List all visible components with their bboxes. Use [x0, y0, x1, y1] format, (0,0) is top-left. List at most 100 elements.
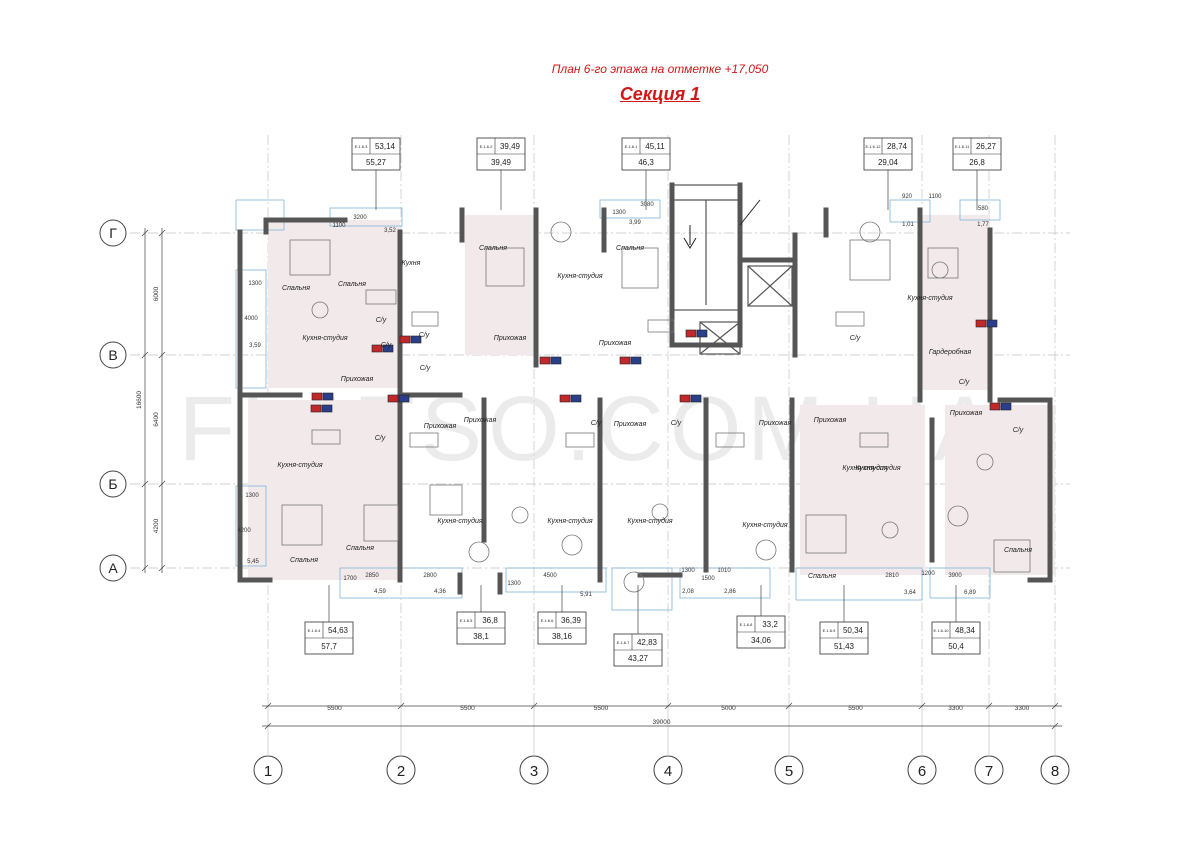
- room-label: С/у: [419, 332, 430, 339]
- axis-bubble-row-1: [99, 341, 127, 369]
- room-label: Кухня-студия: [277, 461, 322, 469]
- balcony-dimension: 2850: [365, 573, 379, 579]
- apartment-id: Е.1.6.7: [617, 640, 630, 645]
- room-label: Спальня: [346, 545, 374, 552]
- apartment-total-area: 50,4: [948, 642, 964, 651]
- balcony-dimension: 1300: [245, 493, 259, 499]
- room-label: Прихожая: [599, 340, 632, 347]
- balcony-dimension: 1300: [612, 210, 626, 216]
- dim-col-spacing: 5500: [327, 705, 342, 712]
- axis-label-col-5: 5: [785, 763, 793, 780]
- apartment-id: Е.1.6.5: [460, 618, 473, 623]
- axis-label-col-8: 8: [1051, 763, 1059, 780]
- balcony-dimension: 2,86: [724, 589, 736, 595]
- room-label: Прихожая: [494, 335, 527, 342]
- room-label: Прихожая: [814, 417, 847, 424]
- room-label: С/у: [381, 342, 392, 349]
- apartment-area: 39,49: [500, 142, 521, 151]
- plan-title: План 6-го этажа на отметке +17,050: [551, 62, 769, 76]
- apartment-label-top-4: Е.1.6.11 26,27 26,8: [952, 137, 1002, 210]
- balcony-dimension: 580: [978, 206, 989, 212]
- room-label: Прихожая: [464, 417, 497, 424]
- balcony-dimension: 1100: [333, 223, 347, 229]
- apartment-area: 50,34: [843, 626, 864, 635]
- balcony-dimension: 4,59: [374, 589, 386, 595]
- axis-label-col-4: 4: [664, 763, 672, 780]
- balcony-dimension: 3080: [640, 202, 654, 208]
- balcony-dimension: 1300: [248, 281, 262, 287]
- axis-bubble-row-2: [99, 470, 127, 498]
- balcony-dimension: 5,45: [247, 559, 259, 565]
- apartment-total-area: 51,43: [834, 642, 855, 651]
- room-label: Кухня-студия: [627, 517, 672, 525]
- room-label: С/у: [671, 420, 682, 427]
- balcony-dimension: 1300: [681, 568, 695, 574]
- room-label: Кухня-студия: [437, 517, 482, 525]
- room-label: Гардеробная: [929, 348, 972, 356]
- axis-bubble-row-3: [99, 554, 127, 582]
- balcony-dimension: 3,64: [904, 590, 916, 596]
- room-label: Прихожая: [614, 421, 647, 428]
- balcony-dimension: 920: [902, 194, 913, 200]
- axis-label-col-1: 1: [264, 763, 272, 780]
- room-label: Кухня-студия: [547, 517, 592, 525]
- room-label: Прихожая: [424, 423, 457, 430]
- axis-label-row-1: В: [108, 347, 117, 363]
- apartment-total-area: 55,27: [366, 158, 387, 167]
- balcony-dimension: 1,77: [977, 222, 989, 228]
- room-label: Кухня-студия: [742, 521, 787, 529]
- balcony-dimension: 2800: [423, 573, 437, 579]
- balcony-dimension: 3900: [948, 573, 962, 579]
- apartment-area: 26,27: [976, 142, 997, 151]
- apartment-label-bottom-5: Е.1.6.9 50,34 51,43: [819, 585, 869, 655]
- apartment-id: Е.1.6.3: [355, 144, 368, 149]
- room-label: Кухня-студия: [842, 464, 887, 472]
- apartment-area: 28,74: [887, 142, 908, 151]
- apartment-id: Е.1.6.11: [955, 144, 970, 149]
- balcony-dimension: 6,89: [964, 590, 976, 596]
- balcony-dimension: 4,36: [434, 589, 446, 595]
- apartment-id: Е.1.6.4: [308, 628, 321, 633]
- apartment-area: 36,39: [561, 616, 582, 625]
- room-label: Кухня-студия: [855, 464, 900, 472]
- balcony-dimension: 3,52: [384, 228, 396, 234]
- room-label: Кухня-студия: [557, 272, 602, 280]
- dim-col-spacing: 3300: [948, 705, 963, 712]
- balcony-dimension: 4000: [244, 316, 258, 322]
- dim-total-height: 16600: [136, 391, 143, 409]
- balcony-dimension: 1100: [929, 194, 943, 200]
- balcony-dimension: 2810: [885, 573, 899, 579]
- apartment-total-area: 46,3: [638, 158, 654, 167]
- dim-col-spacing: 3300: [1015, 705, 1030, 712]
- apartment-area: 42,83: [637, 638, 658, 647]
- axis-label-row-3: А: [108, 560, 118, 576]
- apartment-label-bottom-6: Е.1.6.10 48,34 50,4: [931, 585, 981, 655]
- apartment-label-top-1: Е.1.6.2 39,49 39,49: [476, 137, 526, 210]
- apartment-total-area: 26,8: [969, 158, 985, 167]
- apartment-area: 36,8: [482, 616, 498, 625]
- apartment-area: 48,34: [955, 626, 976, 635]
- axis-label-col-7: 7: [985, 763, 993, 780]
- apartment-total-area: 38,16: [552, 632, 573, 641]
- apartment-id: Е.1.6.10: [934, 628, 950, 633]
- apartment-id: Е.1.6.12: [866, 144, 882, 149]
- dim-col-spacing: 5500: [848, 705, 863, 712]
- room-label: Спальня: [282, 285, 310, 292]
- apartment-area: 53,14: [375, 142, 396, 151]
- room-label: Прихожая: [759, 420, 792, 427]
- room-label: Спальня: [1004, 547, 1032, 554]
- balcony-dimension: 3,99: [629, 220, 641, 226]
- balcony-dimension: 1300: [507, 581, 521, 587]
- apartment-total-area: 39,49: [491, 158, 512, 167]
- balcony-dimension: 1010: [717, 568, 731, 574]
- balcony-dimension: 1200: [921, 571, 935, 577]
- room-label: Прихожая: [341, 376, 374, 383]
- apartment-id: Е.1.6.9: [823, 628, 836, 633]
- apartment-id: Е.1.6.6: [541, 618, 554, 623]
- balcony-dimension: 1700: [343, 576, 357, 582]
- balcony-dimension: 3200: [353, 215, 367, 221]
- room-label: Спальня: [616, 245, 644, 252]
- apartment-id: Е.1.6.2: [480, 144, 493, 149]
